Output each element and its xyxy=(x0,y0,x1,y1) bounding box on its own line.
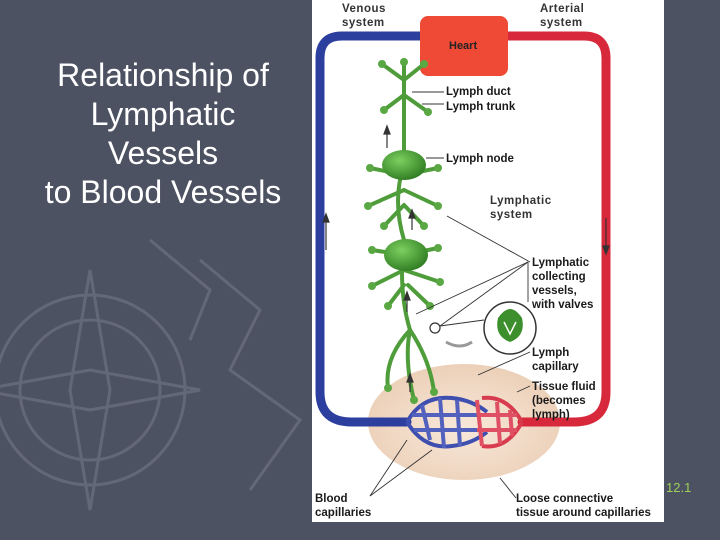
inset-arrow xyxy=(445,340,473,348)
loose-connective-line-2: tissue around capillaries xyxy=(516,507,651,519)
blood-capillary-network xyxy=(405,395,524,449)
connective-tissue xyxy=(368,364,560,480)
arterial-system-line-2: system xyxy=(540,17,583,29)
background-compass-decoration xyxy=(0,238,303,511)
collecting-vessels-line-2: collecting xyxy=(532,271,586,283)
lymph-capillary-line-1: Lymph xyxy=(532,347,570,359)
figure-number: 12.1 xyxy=(666,480,692,495)
lymphatic-system-line-2: system xyxy=(490,209,533,221)
leader-lines xyxy=(369,91,531,499)
venous-system-line-1: Venous xyxy=(342,3,386,15)
title-line-3: Vessels xyxy=(107,135,219,172)
arterial-system-line-1: Arterial xyxy=(540,3,585,15)
lymphatic-system-label: Lymphatic system xyxy=(490,194,552,222)
collecting-vessels-line-4: with valves xyxy=(532,299,594,311)
arterial-system-label: Arterial system xyxy=(540,2,584,30)
blood-capillaries-line-2: capillaries xyxy=(315,507,372,519)
title-line-4: to Blood Vessels xyxy=(44,174,282,211)
tissue-fluid-line-3: lymph) xyxy=(532,409,570,421)
collecting-vessels-line-3: vessels, xyxy=(532,285,577,297)
diagram-illustration xyxy=(315,16,611,499)
lymph-capillary-line-2: capillary xyxy=(532,361,579,373)
flow-arrows xyxy=(322,124,610,392)
collecting-vessels-label: Lymphatic collecting vessels, with valve… xyxy=(532,256,593,312)
lymph-trunk-label: Lymph trunk xyxy=(446,101,516,113)
tissue-fluid-line-1: Tissue fluid xyxy=(532,381,596,393)
heart-shape xyxy=(420,16,508,76)
lymph-node-lower xyxy=(384,239,428,271)
title-line-1: Relationship of xyxy=(57,57,269,93)
heart-label: Heart xyxy=(449,40,478,52)
venous-system-label: Venous system xyxy=(342,2,386,30)
tissue-fluid-label: Tissue fluid (becomes lymph) xyxy=(532,380,596,422)
lymph-capillary-label: Lymph capillary xyxy=(532,346,579,374)
blood-capillaries-label: Blood capillaries xyxy=(315,492,371,520)
venous-system-line-2: system xyxy=(342,17,385,29)
slide-title: Relationship of Lymphatic Vessels to Blo… xyxy=(18,56,308,212)
title-line-2: Lymphatic xyxy=(90,96,236,133)
lymph-duct-label: Lymph duct xyxy=(446,86,511,98)
lymph-node-upper xyxy=(382,150,426,180)
blood-capillaries-line-1: Blood xyxy=(315,493,348,505)
lymph-node-label: Lymph node xyxy=(446,153,514,165)
valve-shape xyxy=(497,309,523,342)
lymphatic-system-line-1: Lymphatic xyxy=(490,195,552,207)
loose-connective-line-1: Loose connective xyxy=(516,493,614,505)
tissue-fluid-line-2: (becomes xyxy=(532,395,586,407)
lymph-vessel-beads xyxy=(364,58,444,404)
venous-vessel xyxy=(315,31,427,427)
valve-location-marker xyxy=(429,322,441,334)
collecting-vessels-line-1: Lymphatic xyxy=(532,257,590,269)
lymphatic-diagram: Venous system Arterial system Heart Lymp… xyxy=(312,0,664,522)
loose-connective-label: Loose connective tissue around capillari… xyxy=(516,492,651,520)
